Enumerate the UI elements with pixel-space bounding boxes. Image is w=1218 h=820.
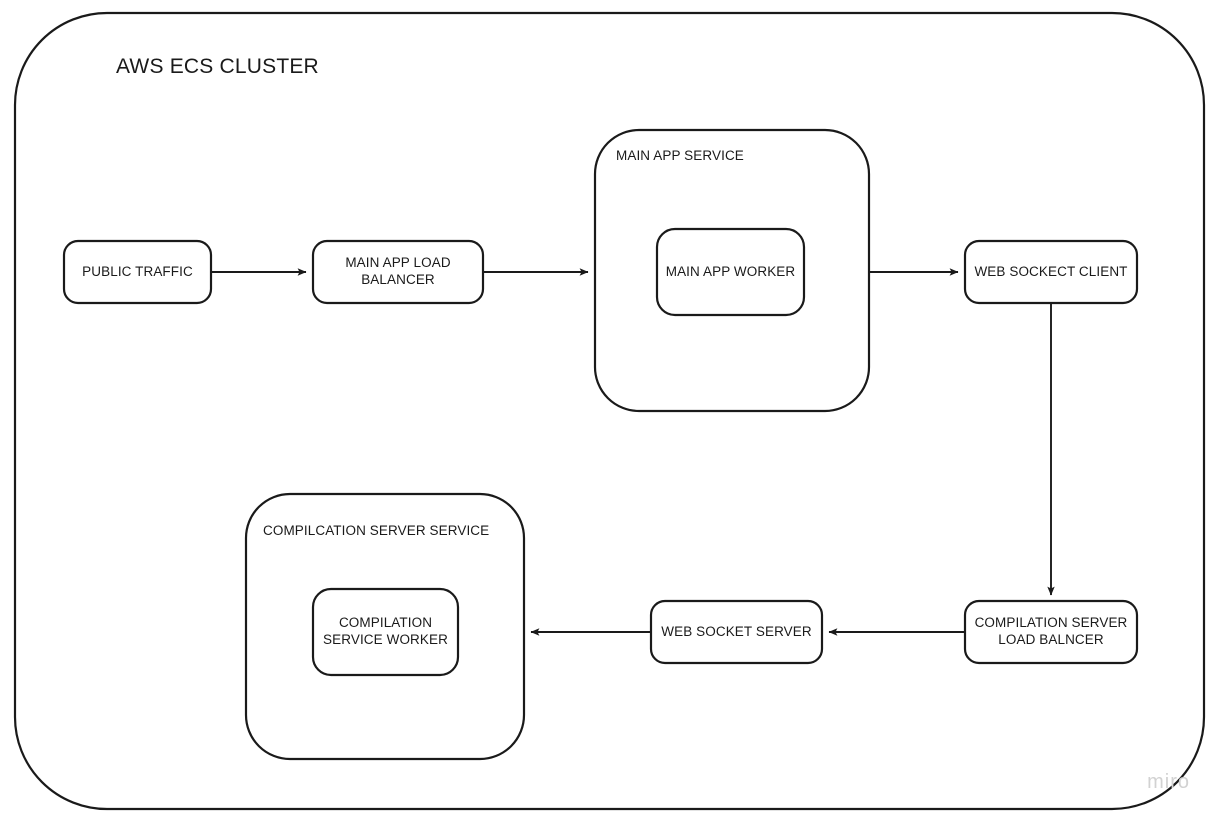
- aws-ecs-cluster-boundary: [13, 11, 1206, 811]
- main-app-load-balancer-shape[interactable]: [311, 239, 485, 305]
- compilation-server-load-balncer-shape[interactable]: [963, 599, 1139, 665]
- public-traffic-shape[interactable]: [62, 239, 213, 305]
- web-sockect-client-shape[interactable]: [963, 239, 1139, 305]
- main-app-worker-shape[interactable]: [655, 227, 806, 317]
- compilation-service-worker-shape[interactable]: [311, 587, 460, 677]
- web-socket-server-shape[interactable]: [649, 599, 824, 665]
